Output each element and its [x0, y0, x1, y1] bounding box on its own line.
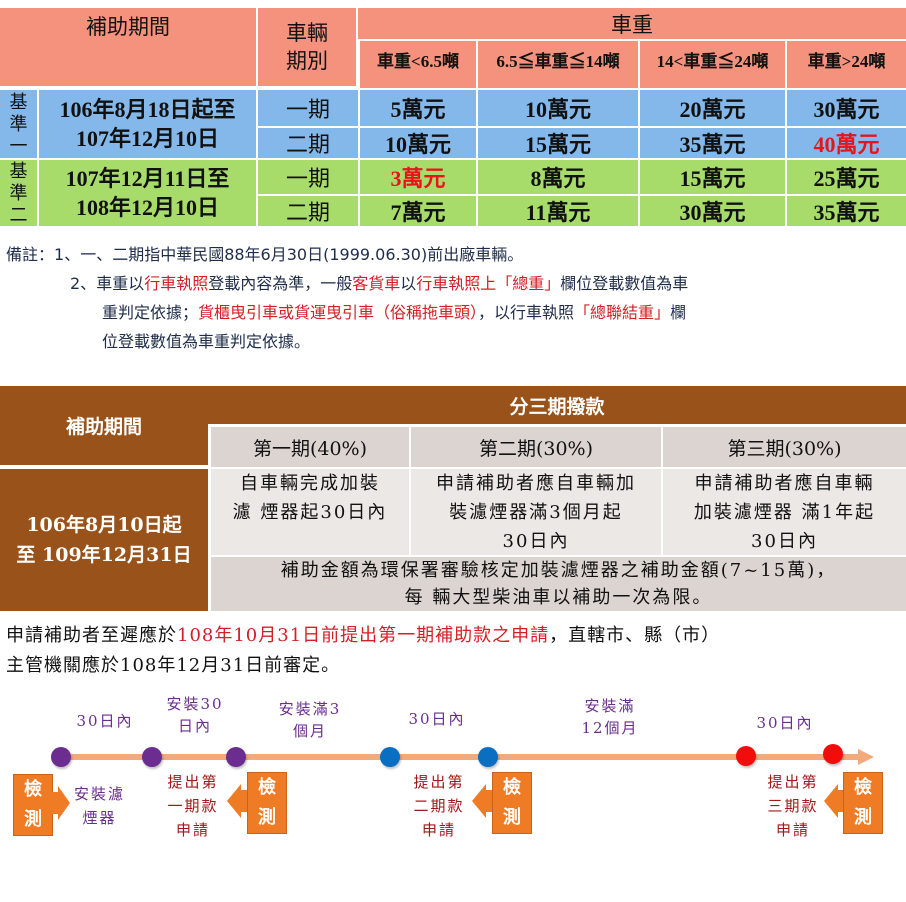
weight-class-3: 14<車重≦24噸: [640, 41, 785, 88]
interval-label: 安裝滿 12個月: [581, 697, 639, 737]
amount-cell: 35萬元: [787, 196, 906, 226]
header-period: 補助期間: [0, 8, 256, 86]
amount-cell: 10萬元: [360, 128, 476, 158]
arrow-left-icon: [837, 790, 847, 812]
payment-schedule-table: 補助期間 分三期撥款 第一期(40%) 第二期(30%) 第三期(30%) 10…: [0, 386, 906, 611]
note-2-line-2: 重判定依據；貨櫃曳引車或貨運曳引車（俗稱拖車頭），以行車執照「總聯結重」欄: [102, 303, 687, 322]
amount-cell: 30萬元: [640, 196, 785, 226]
inspection-box: 檢 測: [492, 772, 532, 834]
arrow-right-icon: [58, 786, 70, 820]
amount-cell: 5萬元: [360, 90, 476, 126]
weight-class-2: 6.5≦車重≦14噸: [478, 41, 638, 88]
arrow-left-icon: [472, 784, 486, 818]
header-weight: 車重: [358, 8, 906, 39]
phase-2-header: 第二期(30%): [411, 427, 661, 467]
amount-cell: 20萬元: [640, 90, 785, 126]
arrow-right-icon: [50, 792, 60, 814]
phase-3-header: 第三期(30%): [663, 427, 906, 467]
weight-class-1: 車重<6.5噸: [360, 41, 476, 88]
phase-cell: 一期: [258, 160, 358, 194]
interval-label: 30日內: [76, 712, 134, 730]
arrow-left-icon: [227, 784, 241, 818]
inspection-box: 檢 測: [843, 772, 883, 834]
step-apply-phase-3: 提出第 三期款 申請: [767, 773, 819, 839]
step-install-filter: 安裝濾 煙器: [73, 785, 125, 827]
interval-label: 安裝滿3 個月: [278, 700, 342, 740]
step-apply-phase-2: 提出第 二期款 申請: [413, 773, 465, 839]
step-apply-phase-1: 提出第 一期款 申請: [167, 773, 219, 839]
amount-cell: 25萬元: [787, 160, 906, 194]
milestone-dot: [823, 744, 843, 764]
notes-section: 備註：1、一、二期指中華民國88年6月30日(1999.06.30)前出廠車輛。…: [6, 240, 906, 356]
criterion-1-label: 基 準 一: [0, 90, 37, 158]
note-2: 2、車重以行車執照登載內容為準，一般客貨車以行車執照上「總重」欄位登載數值為車: [70, 274, 689, 293]
milestone-dot: [380, 747, 400, 767]
inspection-box: 檢 測: [13, 774, 53, 836]
timeline: 30日內 安裝30 日內 安裝滿3 個月 30日內 安裝滿 12個月 30日內 …: [0, 690, 906, 860]
milestone-dot: [226, 747, 246, 767]
deadline-line-1: 申請補助者至遲應於108年10月31日前提出第一期補助款之申請，直轄市、縣（市）: [6, 625, 721, 646]
criterion-2-label: 基 準 二: [0, 160, 37, 226]
arrow-head-icon: [858, 749, 874, 765]
interval-label: 30日內: [756, 714, 814, 732]
milestone-dot: [478, 747, 498, 767]
subsidy-amount-note: 補助金額為環保署審驗核定加裝濾煙器之補助金額(7~15萬)， 每 輛大型柴油車以…: [211, 557, 906, 611]
criterion-1-period: 106年8月18日起至 107年12月10日: [39, 90, 256, 158]
amount-cell: 11萬元: [478, 196, 638, 226]
phase-2-condition: 申請補助者應自車輛加 裝濾煙器滿3個月起 30日內: [411, 469, 661, 555]
arrow-left-icon: [485, 790, 495, 812]
timeline-line: [60, 754, 860, 760]
amount-cell: 7萬元: [360, 196, 476, 226]
note-1: 備註：1、一、二期指中華民國88年6月30日(1999.06.30)前出廠車輛。: [6, 245, 524, 264]
phase-1-condition: 自車輛完成加裝 濾 煙器起30日內: [211, 469, 409, 555]
amount-cell: 15萬元: [640, 160, 785, 194]
amount-cell: 35萬元: [640, 128, 785, 158]
criterion-2-period: 107年12月11日至 108年12月10日: [39, 160, 256, 226]
amount-cell: 15萬元: [478, 128, 638, 158]
phase-1-header: 第一期(40%): [211, 427, 409, 467]
interval-label: 安裝30 日內: [166, 695, 224, 735]
phase-cell: 一期: [258, 90, 358, 126]
amount-cell-highlighted: 40萬元: [787, 128, 906, 158]
phase-cell: 二期: [258, 196, 358, 226]
note-2-line-3: 位登載數值為車重判定依據。: [102, 332, 311, 351]
milestone-dot: [736, 746, 756, 766]
divider: [208, 424, 906, 427]
header-phase: 車輛 期別: [258, 8, 356, 86]
header-period: 補助期間: [0, 386, 208, 465]
subsidy-period-value: 106年8月10日起 至 109年12月31日: [0, 469, 208, 611]
deadline-line-2: 主管機關應於108年12月31日前審定。: [6, 655, 341, 676]
deadline-paragraph: 申請補助者至遲應於108年10月31日前提出第一期補助款之申請，直轄市、縣（市）…: [6, 621, 906, 681]
inspection-box: 檢 測: [247, 772, 287, 834]
amount-cell-highlighted: 3萬元: [360, 160, 476, 194]
amount-cell: 30萬元: [787, 90, 906, 126]
amount-cell: 10萬元: [478, 90, 638, 126]
arrow-left-icon: [240, 790, 250, 812]
arrow-left-icon: [824, 784, 838, 818]
amount-cell: 8萬元: [478, 160, 638, 194]
phase-cell: 二期: [258, 128, 358, 158]
milestone-dot: [142, 747, 162, 767]
interval-label: 30日內: [408, 710, 466, 728]
milestone-dot: [51, 747, 71, 767]
header-three-installments: 分三期撥款: [208, 386, 906, 424]
weight-class-4: 車重>24噸: [787, 41, 906, 88]
divider: [208, 424, 211, 467]
subsidy-amount-table: 補助期間 車輛 期別 車重 車重<6.5噸 6.5≦車重≦14噸 14<車重≦2…: [0, 8, 906, 226]
divider: [0, 465, 211, 469]
phase-3-condition: 申請補助者應自車輛 加裝濾煙器 滿1年起 30日內: [663, 469, 906, 555]
